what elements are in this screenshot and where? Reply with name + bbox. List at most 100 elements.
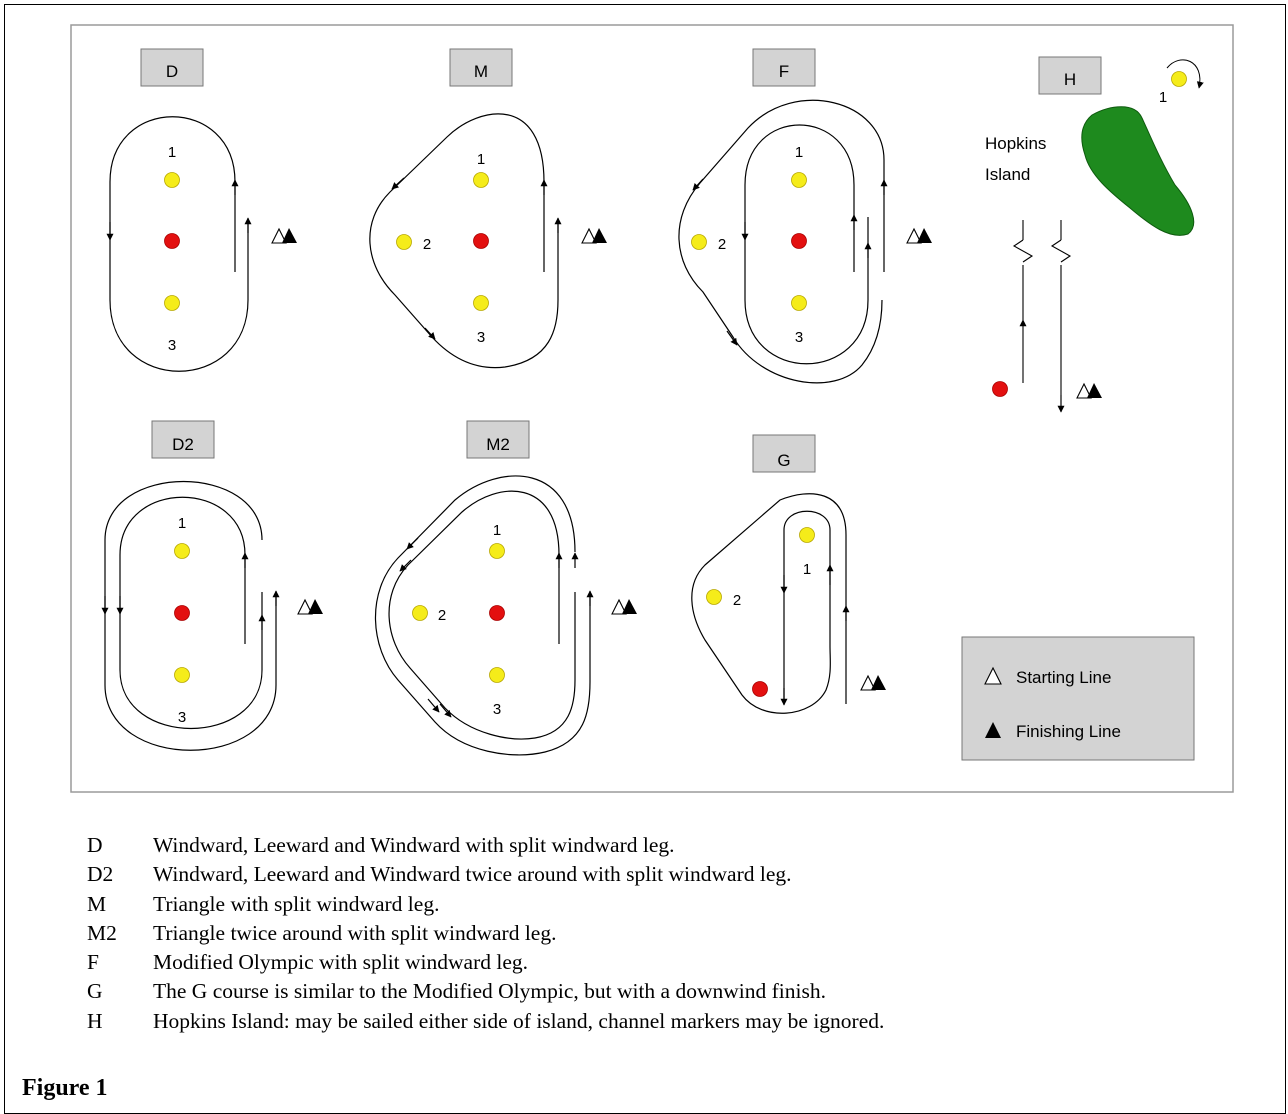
finishing-line-icon: [985, 722, 1001, 738]
course-h-label-box: [1038, 56, 1102, 95]
turning-mark-2: [396, 234, 412, 250]
course-diagram: D 1 3 M 1 2 3: [70, 24, 1234, 793]
starting-line-icon: [984, 666, 1002, 685]
start-finish-line-icon: [297, 598, 323, 615]
course-h: H Hopkins Island 1: [985, 56, 1204, 413]
arrow: [391, 177, 405, 190]
description-text: Windward, Leeward and Windward twice aro…: [153, 862, 792, 887]
arrow: [406, 537, 419, 550]
arrow: [424, 327, 436, 340]
description-text: Hopkins Island: may be sailed either sid…: [153, 1008, 885, 1033]
mark-number-2: 2: [423, 236, 431, 253]
mark-number-2: 2: [438, 607, 446, 624]
course-f-route-inner: [744, 124, 869, 365]
description-text: The G course is similar to the Modified …: [153, 979, 826, 1004]
description-code: H: [87, 1008, 103, 1033]
description-code: D2: [87, 862, 114, 887]
start-finish-mark: [752, 681, 768, 697]
mark-number-3: 3: [168, 337, 176, 354]
starting-line-label: Starting Line: [1016, 668, 1111, 687]
turning-mark-2: [691, 234, 707, 250]
course-d-route: [109, 116, 249, 372]
course-g-label-box: [752, 434, 816, 473]
course-f-label: F: [779, 62, 789, 81]
description-row: G The G course is similar to the Modified…: [87, 977, 884, 1006]
start-finish-mark: [174, 605, 190, 621]
course-m2-label-box: [466, 420, 530, 459]
course-d-label-box: [140, 48, 204, 87]
course-f-label-box: [752, 48, 816, 87]
description-text: Windward, Leeward and Windward with spli…: [153, 833, 675, 857]
course-d2-label: D2: [172, 435, 194, 454]
course-m-route: [369, 113, 559, 369]
description-row: H Hopkins Island: may be sailed either si…: [87, 1007, 884, 1036]
arrow: [726, 330, 738, 346]
mark-number-3: 3: [477, 329, 485, 346]
rounding-arrow: [1166, 59, 1204, 89]
arrow: [427, 698, 440, 713]
start-finish-line-icon: [271, 227, 297, 244]
mark-number-1: 1: [1159, 89, 1167, 106]
course-d2: D2 1 3: [101, 420, 323, 751]
island-name-line1: Hopkins: [985, 134, 1046, 153]
course-g: G 1 2: [691, 434, 886, 714]
course-m2-route-outer: [374, 475, 591, 756]
line-key-box: [961, 636, 1195, 761]
course-g-route: [691, 493, 847, 714]
mark-number-3: 3: [493, 701, 501, 718]
description-code: G: [87, 979, 103, 1004]
course-d-label: D: [166, 62, 178, 81]
mark-number-1: 1: [803, 561, 811, 578]
description-row: F Modified Olympic with split windward le…: [87, 948, 884, 977]
start-finish-mark: [791, 233, 807, 249]
turning-mark-2: [412, 605, 428, 621]
course-g-label: G: [777, 451, 790, 470]
course-m-label-box: [449, 48, 513, 87]
turning-mark-3: [791, 295, 807, 311]
start-finish-mark: [489, 605, 505, 621]
turning-mark-1: [489, 543, 505, 559]
mark-number-2: 2: [718, 236, 726, 253]
description-code: M2: [87, 920, 117, 945]
finishing-line-label: Finishing Line: [1016, 722, 1121, 741]
mark-number-3: 3: [795, 329, 803, 346]
turning-mark-1: [473, 172, 489, 188]
channel-break-right: [1050, 239, 1072, 263]
course-m2: M2 1 2 3: [374, 420, 637, 756]
start-finish-line-icon: [581, 227, 607, 244]
start-finish-mark: [992, 381, 1008, 397]
turning-mark-1: [791, 172, 807, 188]
course-d: D 1 3: [106, 48, 297, 372]
turning-mark-1: [799, 527, 815, 543]
mark-number-2: 2: [733, 592, 741, 609]
description-text: Triangle twice around with split windwar…: [153, 920, 557, 945]
mark-number-1: 1: [178, 515, 186, 532]
turning-mark-3: [164, 295, 180, 311]
mark-number-1: 1: [477, 151, 485, 168]
start-finish-line-icon: [860, 674, 886, 691]
turning-mark-1: [174, 543, 190, 559]
hopkins-island: [1081, 106, 1195, 236]
turning-mark-3: [174, 667, 190, 683]
start-finish-mark: [473, 233, 489, 249]
arrow: [692, 178, 704, 191]
description-code: F: [87, 950, 99, 975]
course-d2-route-inner: [119, 496, 263, 730]
description-row: M2 Triangle twice around with split windw…: [87, 919, 884, 948]
description-row: D2 Windward, Leeward and Windward twice a…: [87, 860, 884, 889]
start-finish-line-icon: [906, 227, 932, 244]
figure-caption: Figure 1: [22, 1075, 108, 1101]
channel-break-left: [1012, 239, 1034, 263]
course-m2-route-inner: [388, 490, 576, 740]
description-text: Modified Olympic with split windward leg…: [153, 950, 529, 975]
course-h-label: H: [1064, 70, 1076, 89]
turning-mark-1: [1171, 71, 1187, 87]
turning-mark-3: [489, 667, 505, 683]
turning-mark-2: [706, 589, 722, 605]
course-f-route-outer: [678, 99, 885, 384]
start-finish-line-icon: [611, 598, 637, 615]
turning-mark-1: [164, 172, 180, 188]
course-f: F 1 2 3: [678, 48, 932, 384]
